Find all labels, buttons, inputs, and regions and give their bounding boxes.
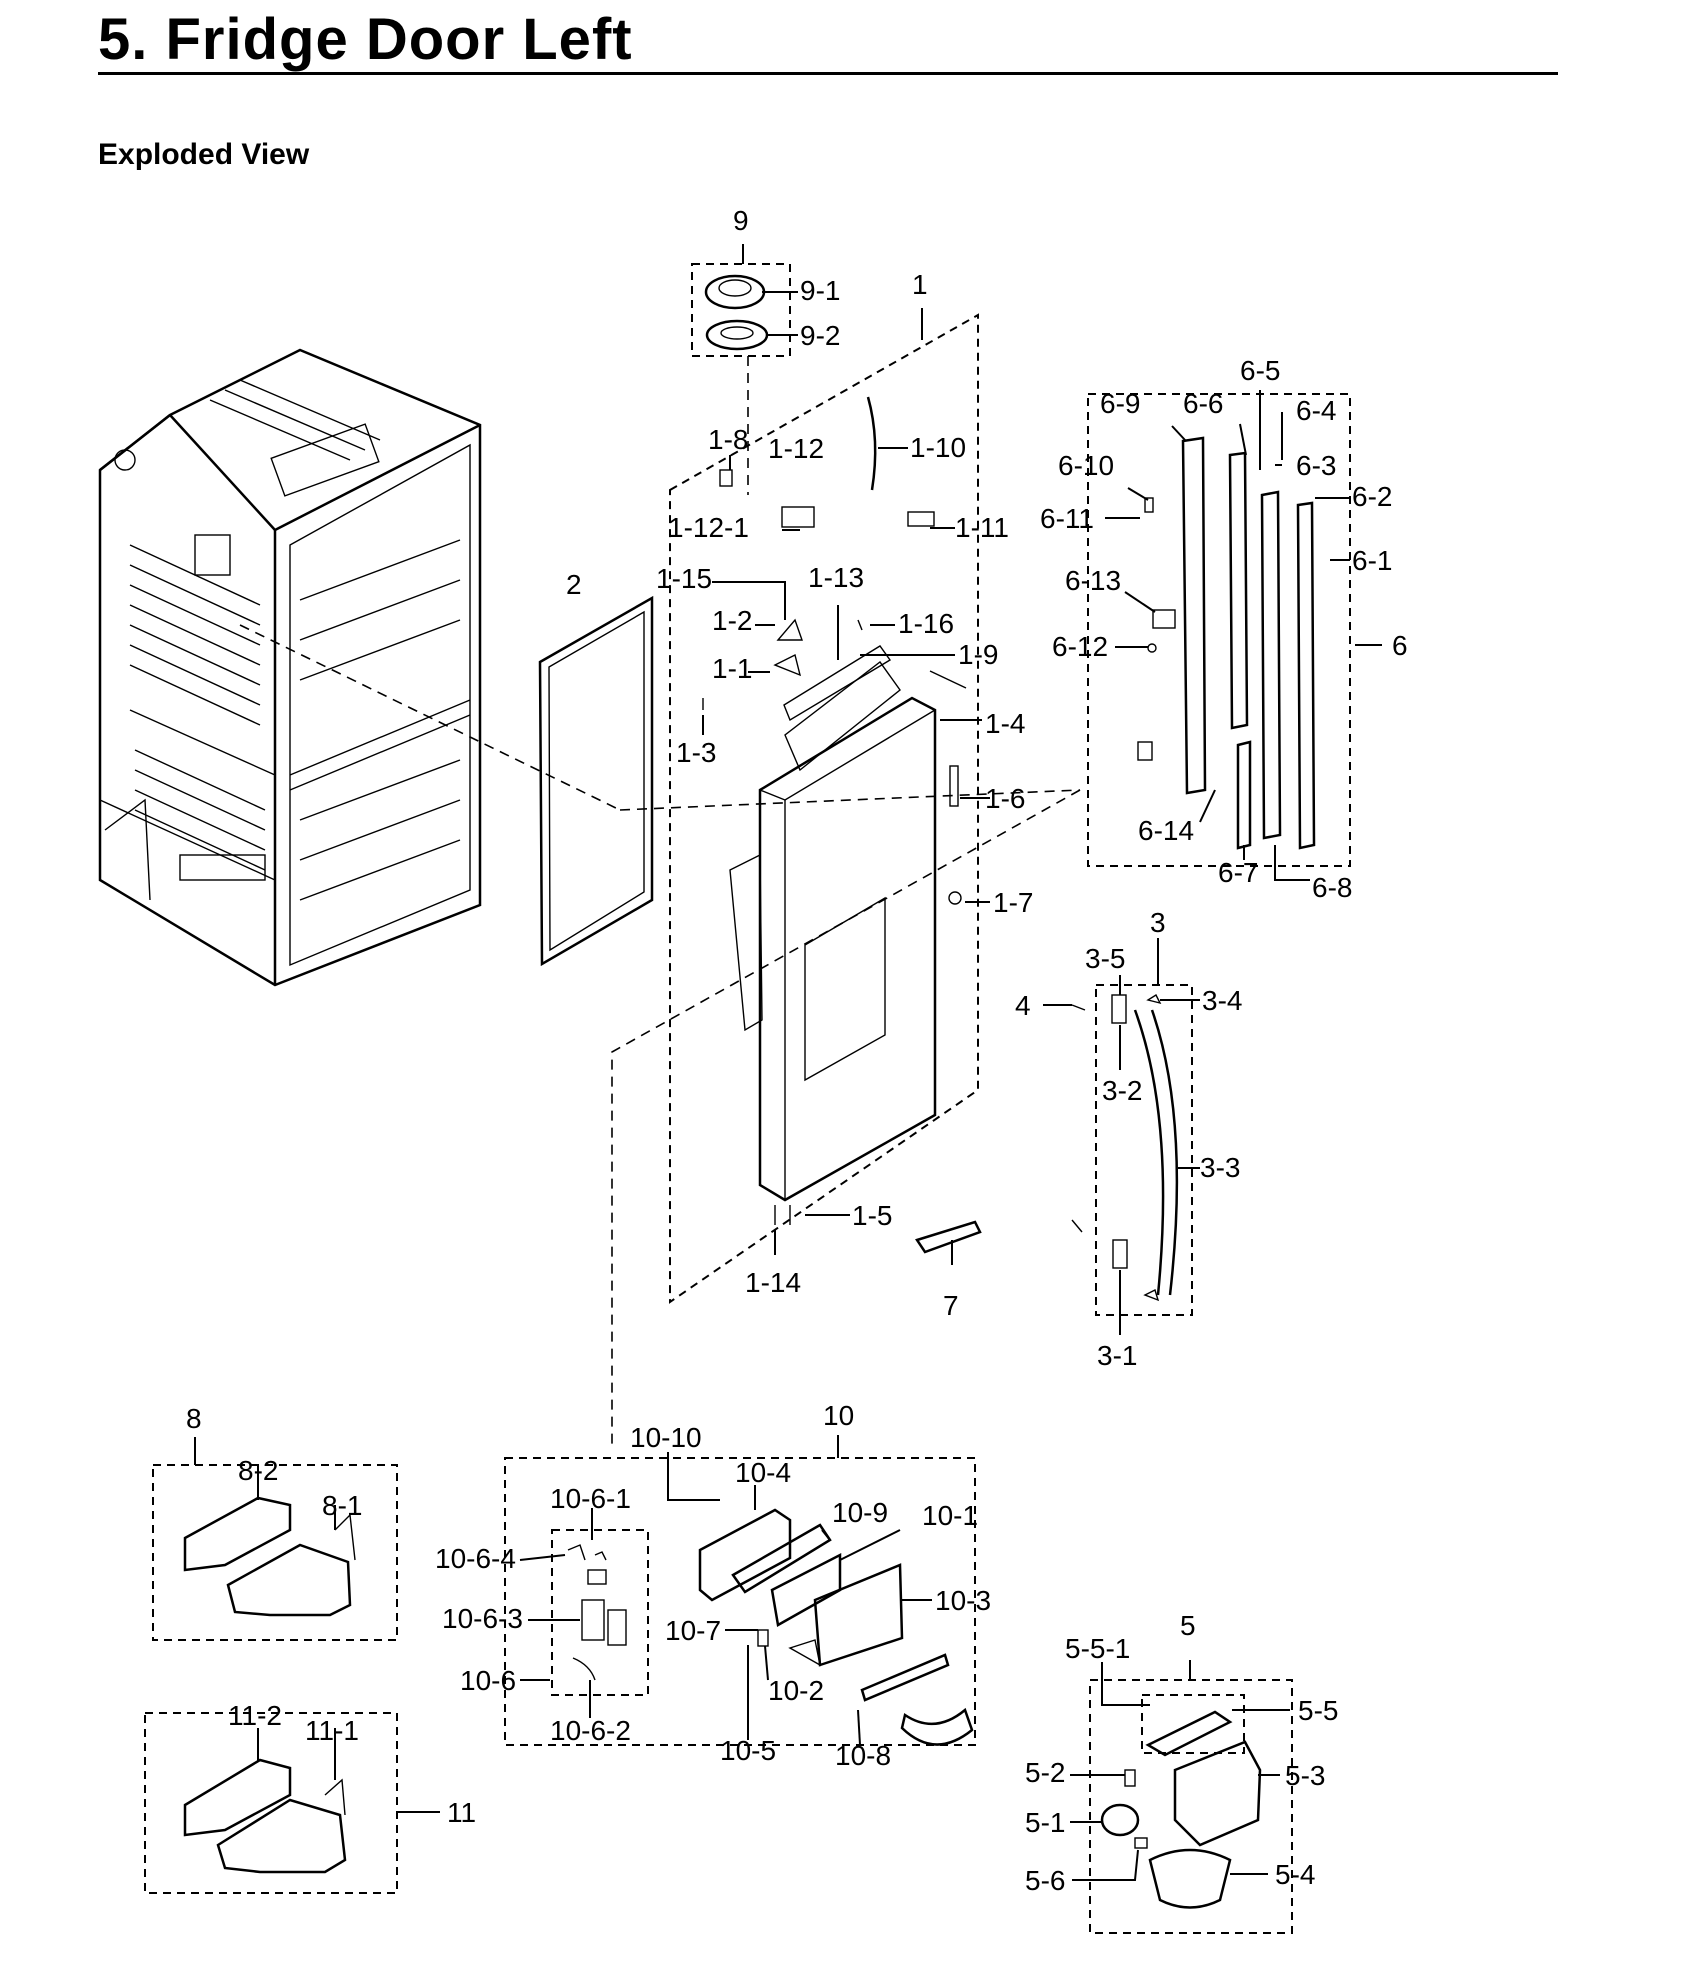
label-1-16: 1-16: [898, 608, 954, 639]
label-1-2: 1-2: [712, 605, 752, 636]
label-1-13: 1-13: [808, 562, 864, 593]
label-10-8: 10-8: [835, 1740, 891, 1771]
label-1-1: 1-1: [712, 653, 752, 684]
label-6-5: 6-5: [1240, 355, 1280, 386]
label-10-9: 10-9: [832, 1497, 888, 1528]
door-small-parts: [702, 396, 967, 1225]
label-1-7: 1-7: [993, 887, 1033, 918]
label-3-1: 3-1: [1097, 1340, 1137, 1371]
label-6: 6: [1392, 630, 1408, 661]
label-9-2: 9-2: [800, 320, 840, 351]
label-10-1: 10-1: [922, 1500, 978, 1531]
label-8: 8: [186, 1403, 202, 1434]
label-10-6-2: 10-6-2: [550, 1715, 631, 1746]
part-9-components: [704, 274, 769, 351]
label-6-1: 6-1: [1352, 545, 1392, 576]
label-3-5: 3-5: [1085, 943, 1125, 974]
label-10-6-4: 10-6-4: [435, 1543, 516, 1574]
label-11: 11: [447, 1797, 476, 1828]
label-3-3: 3-3: [1200, 1152, 1240, 1183]
label-10-10: 10-10: [630, 1422, 702, 1453]
label-1: 1: [912, 269, 928, 300]
label-5-5: 5-5: [1298, 1695, 1338, 1726]
label-5: 5: [1180, 1610, 1196, 1641]
label-10-2: 10-2: [768, 1675, 824, 1706]
label-1-9: 1-9: [958, 639, 998, 670]
label-6-13: 6-13: [1065, 565, 1121, 596]
label-1-15: 1-15: [656, 563, 712, 594]
label-5-5-1: 5-5-1: [1065, 1633, 1130, 1664]
leader-lines: [194, 244, 1382, 1881]
label-8-2: 8-2: [238, 1455, 278, 1486]
part-11-group-box: [144, 1712, 398, 1894]
part-10-6-group-box: [551, 1529, 649, 1696]
label-9-1: 9-1: [800, 275, 840, 306]
label-2: 2: [566, 569, 582, 600]
label-1-12-1: 1-12-1: [668, 512, 749, 543]
label-1-14: 1-14: [745, 1267, 801, 1298]
label-6-4: 6-4: [1296, 395, 1336, 426]
label-5-2: 5-2: [1025, 1757, 1065, 1788]
part-6-components: [1137, 436, 1316, 850]
label-5-4: 5-4: [1275, 1859, 1315, 1890]
label-1-10: 1-10: [910, 432, 966, 463]
part-6-group-box: [1087, 393, 1351, 867]
label-1-3: 1-3: [676, 737, 716, 768]
part-labels: 9 9-1 9-2 1 1-8 1-12 1-10 1-12-1 1-11 1-…: [186, 205, 1408, 1896]
label-8-1: 8-1: [322, 1490, 362, 1521]
label-1-11: 1-11: [955, 512, 1009, 543]
label-10: 10: [823, 1400, 854, 1431]
label-10-6-3: 10-6-3: [442, 1603, 523, 1634]
label-6-2: 6-2: [1352, 481, 1392, 512]
label-6-3: 6-3: [1296, 450, 1336, 481]
page-title: 5. Fridge Door Left: [98, 7, 633, 72]
label-1-6: 1-6: [985, 783, 1025, 814]
label-9: 9: [733, 205, 749, 236]
label-5-1: 5-1: [1025, 1807, 1065, 1838]
part-5-5-group-box: [1141, 1694, 1245, 1754]
label-6-11: 6-11: [1040, 503, 1094, 534]
title-underline: [98, 72, 1558, 75]
label-11-1: 11-1: [305, 1715, 359, 1746]
part-10-components: [567, 1508, 974, 1746]
part-9-group-box: [691, 263, 791, 357]
label-5-6: 5-6: [1025, 1865, 1065, 1896]
label-3: 3: [1150, 907, 1166, 938]
part-3-group-box: [1095, 984, 1193, 1316]
refrigerator-cabinet: [98, 348, 482, 987]
label-6-9: 6-9: [1100, 388, 1140, 419]
label-11-2: 11-2: [228, 1700, 282, 1731]
part-5-group-box: [1089, 1679, 1293, 1934]
label-10-4: 10-4: [735, 1457, 791, 1488]
label-7: 7: [943, 1290, 959, 1321]
label-10-3: 10-3: [935, 1585, 991, 1616]
door-gasket-2: [538, 595, 654, 967]
label-10-6: 10-6: [460, 1665, 516, 1696]
part-7-strip: [915, 1220, 982, 1254]
label-6-7: 6-7: [1218, 857, 1258, 888]
label-1-5: 1-5: [852, 1200, 892, 1231]
label-6-8: 6-8: [1312, 872, 1352, 903]
label-1-8: 1-8: [708, 424, 748, 455]
part-3-handle: [1071, 993, 1179, 1302]
label-6-10: 6-10: [1058, 450, 1114, 481]
label-3-4: 3-4: [1202, 985, 1242, 1016]
label-1-4: 1-4: [985, 708, 1025, 739]
label-10-7: 10-7: [665, 1615, 721, 1646]
label-1-12: 1-12: [768, 433, 824, 464]
label-6-14: 6-14: [1138, 815, 1194, 846]
part-11-components: [183, 1758, 347, 1874]
label-5-3: 5-3: [1285, 1760, 1325, 1791]
label-6-12: 6-12: [1052, 631, 1108, 662]
label-10-6-1: 10-6-1: [550, 1483, 631, 1514]
door-panel-1: [729, 661, 937, 1202]
label-6-6: 6-6: [1183, 388, 1223, 419]
label-3-2: 3-2: [1102, 1075, 1142, 1106]
section-heading: Exploded View: [98, 138, 310, 171]
label-4: 4: [1015, 990, 1031, 1021]
label-10-5: 10-5: [720, 1735, 776, 1766]
part-5-components: [1100, 1710, 1262, 1909]
